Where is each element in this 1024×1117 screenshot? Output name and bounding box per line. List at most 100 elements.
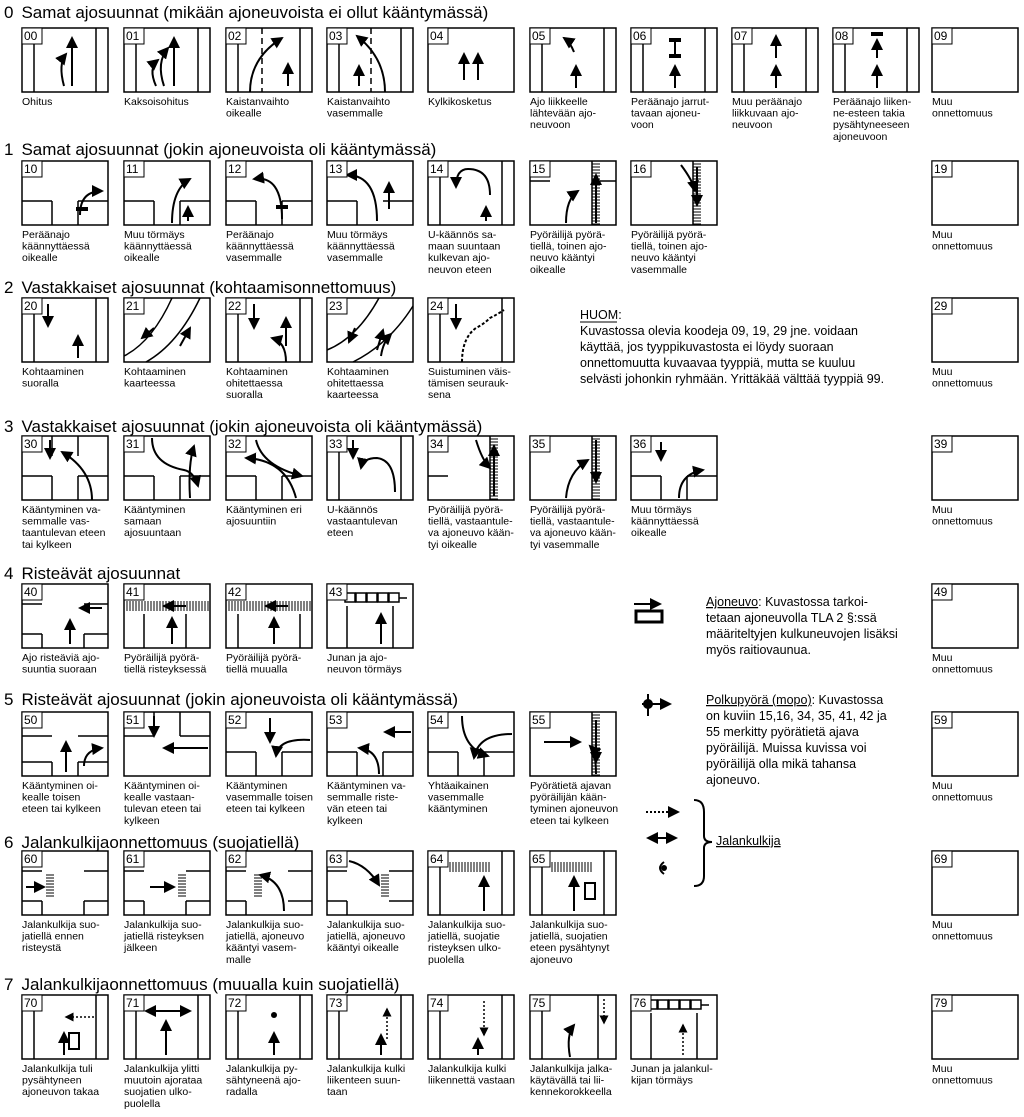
cell-code: 33 xyxy=(329,437,343,451)
cell-caption: suojatien ulko- xyxy=(124,1086,192,1098)
vehicle-icon xyxy=(584,882,596,900)
code-box xyxy=(931,435,953,453)
train-car xyxy=(668,999,680,1010)
cell-caption: Jalankulkija jalka- xyxy=(530,1063,613,1075)
cell-code: 03 xyxy=(329,29,343,43)
code-box xyxy=(123,297,145,315)
cell-caption: Peräänajo xyxy=(22,229,70,241)
train-car xyxy=(690,999,702,1010)
code-box xyxy=(123,160,145,178)
pictogram-12 xyxy=(226,171,312,225)
cell-caption: oikealle xyxy=(530,264,566,276)
note-line: käyttää, jos tyyppikuvastosta ei löydy s… xyxy=(580,340,834,354)
cell-caption: oikealle xyxy=(226,108,262,120)
group-title-text: Jalankulkijaonnettomuus (muualla kuin su… xyxy=(21,975,399,994)
code-box xyxy=(630,27,652,45)
arrow xyxy=(171,178,192,224)
cell-caption: kääntyi oikealle xyxy=(327,942,399,954)
cell-caption: taan xyxy=(327,1086,348,1098)
cell-caption: sena xyxy=(428,389,451,401)
cell-caption: liikennettä vastaan xyxy=(428,1075,515,1087)
pictogram-42 xyxy=(225,600,311,648)
cell-caption: samaan xyxy=(124,516,162,528)
cell-caption: vasemmalle xyxy=(327,252,383,264)
pictogram-52 xyxy=(226,718,312,776)
cell-caption: Kaistanvaihto xyxy=(226,96,289,108)
legend-bicycle-line: pyöräilijä olla mikä tahansa xyxy=(706,757,856,771)
cell-caption: radalla xyxy=(226,1086,258,1098)
code-box xyxy=(21,435,43,453)
cell-caption: tiellä, vastaantule- xyxy=(428,516,513,528)
cell-caption: tiellä risteyksessä xyxy=(124,664,206,676)
pictogram-35 xyxy=(565,435,602,500)
group-number: 7 xyxy=(4,975,13,994)
code-box xyxy=(225,27,247,45)
cell-caption: tiellä muualla xyxy=(226,664,287,676)
pictogram-76 xyxy=(639,999,709,1059)
code-box xyxy=(21,160,43,178)
pictogram-15 xyxy=(530,160,616,225)
pictogram-05 xyxy=(541,28,605,92)
pictogram-11 xyxy=(124,178,210,225)
code-box xyxy=(427,160,449,178)
cell-caption: onnettomuus xyxy=(932,108,993,120)
vehicle-icon xyxy=(634,609,664,624)
cell-caption: ne-esteen takia xyxy=(833,108,905,120)
cell-caption: eteen tai kylkeen xyxy=(530,815,609,827)
cell-caption: kijan törmäys xyxy=(631,1075,693,1087)
cell-code: 69 xyxy=(934,852,948,866)
note-line: Kuvastossa olevia koodeja 09, 19, 29 jne… xyxy=(580,324,858,338)
cell-caption: ohitettaessa xyxy=(327,378,384,390)
group-title-text: Vastakkaiset ajosuunnat (jokin ajoneuvoi… xyxy=(21,417,482,436)
cell-caption: käännyttäessä xyxy=(22,241,90,253)
cell-caption: Muu xyxy=(932,780,953,792)
cell-caption: Kääntyminen oi- xyxy=(124,780,200,792)
code-box xyxy=(21,297,43,315)
cell-caption: ajoneuvon takaa xyxy=(22,1086,99,1098)
code-box xyxy=(225,850,247,868)
legend-vehicle-term: Ajoneuvo xyxy=(706,595,758,609)
group-title-text: Risteävät ajosuunnat xyxy=(21,564,180,583)
code-box xyxy=(225,583,247,601)
cell-code: 10 xyxy=(24,162,38,176)
code-box xyxy=(123,583,145,601)
cell-caption: Kaistanvaihto xyxy=(327,96,390,108)
train-car xyxy=(366,592,378,603)
code-box xyxy=(427,711,449,729)
cell-caption: kulkevan ajo- xyxy=(428,252,490,264)
pictogram-13 xyxy=(327,169,413,225)
train-car xyxy=(388,592,400,603)
cell-caption: Peräänajo xyxy=(226,229,274,241)
code-box xyxy=(326,850,348,868)
cell-code: 60 xyxy=(24,852,38,866)
code-box xyxy=(225,435,247,453)
arrow xyxy=(450,167,491,196)
cell-code: 13 xyxy=(329,162,343,176)
cell-code: 53 xyxy=(329,713,343,727)
cell-caption: Kääntyminen xyxy=(124,504,185,516)
cell-caption: Kohtaaminen xyxy=(226,366,288,378)
cell-code: 07 xyxy=(734,29,748,43)
code-box xyxy=(931,27,953,45)
arrow xyxy=(79,185,104,216)
code-box xyxy=(630,435,652,453)
code-box xyxy=(931,583,953,601)
code-box xyxy=(326,994,348,1012)
cell-caption: kealle toisen xyxy=(22,792,81,804)
group-number: 0 xyxy=(4,3,13,22)
cell-caption: voon xyxy=(631,119,654,131)
legend-bicycle-term: Polkupyörä (mopo) xyxy=(706,693,812,707)
pictogram-73 xyxy=(338,995,402,1059)
code-box xyxy=(931,850,953,868)
cell-caption: risteystä xyxy=(22,942,61,954)
